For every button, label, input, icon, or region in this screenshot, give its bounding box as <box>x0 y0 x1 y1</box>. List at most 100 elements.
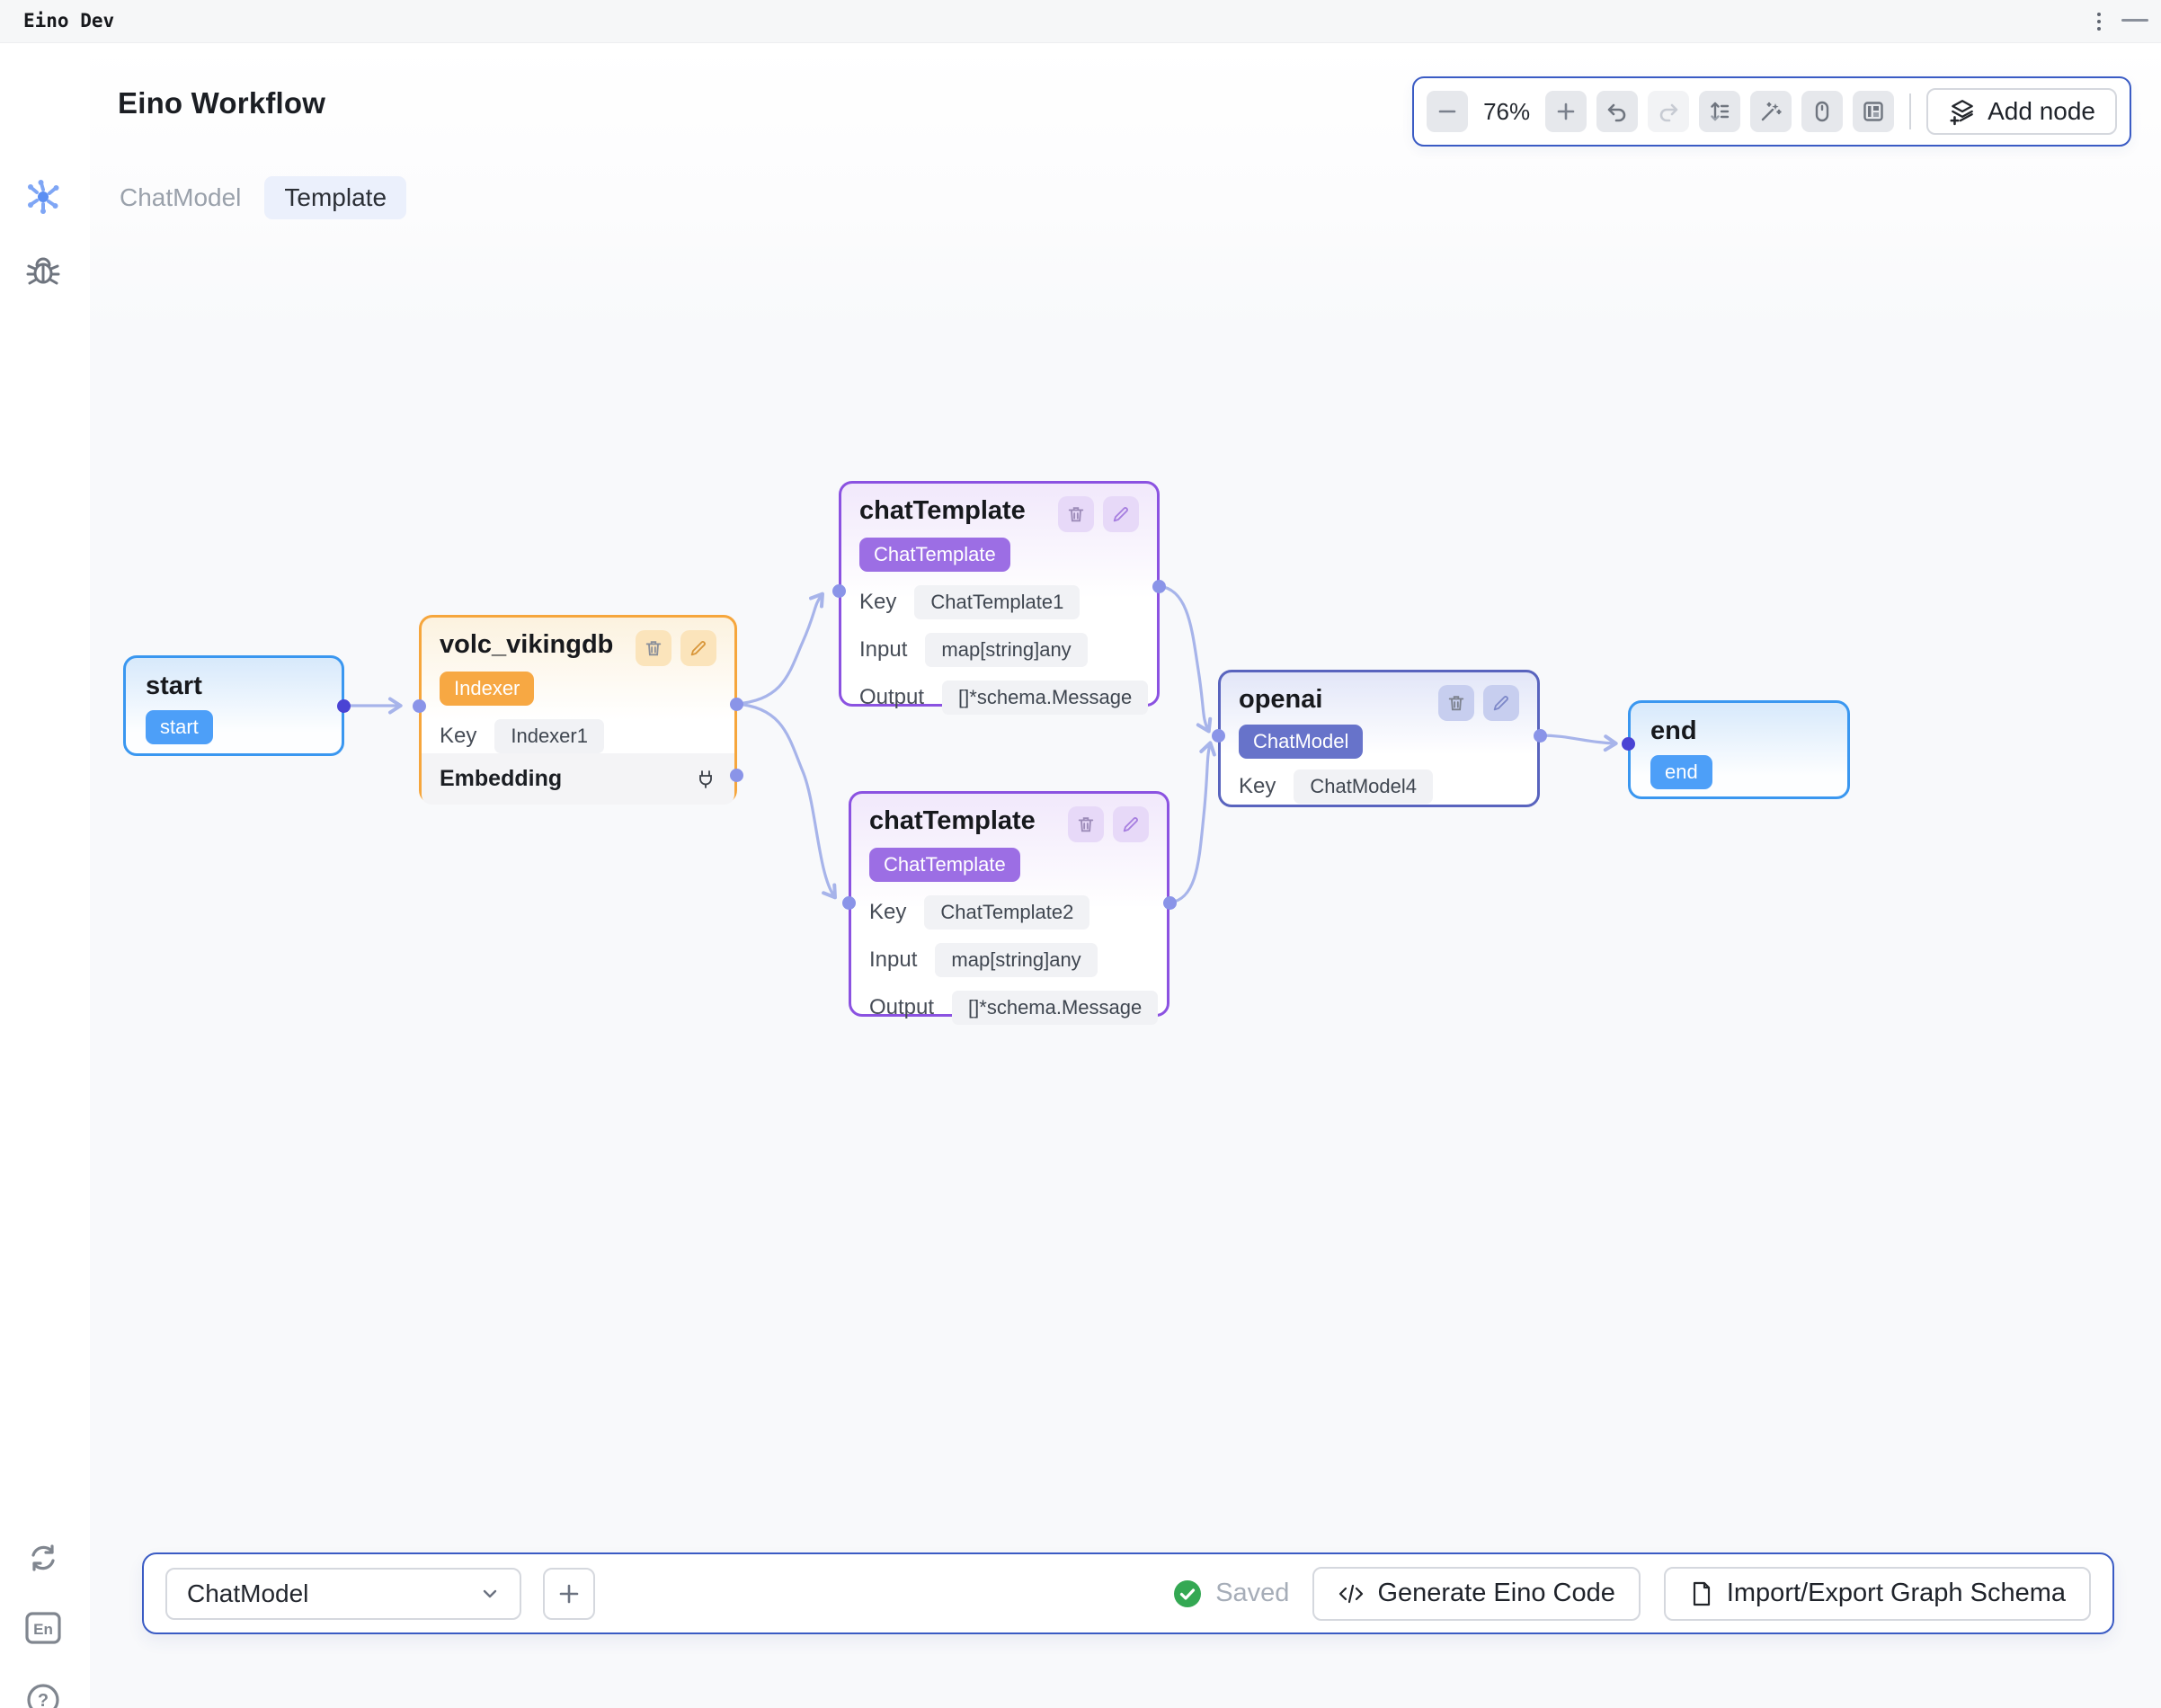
handle-start-out[interactable] <box>336 698 351 713</box>
key-value: ChatModel4 <box>1294 769 1433 804</box>
canvas-toolbar: 76% <box>1412 76 2131 147</box>
node-type-badge: start <box>146 710 213 744</box>
node-type-badge: end <box>1650 755 1712 789</box>
generate-code-button[interactable]: Generate Eino Code <box>1312 1566 1641 1621</box>
code-icon <box>1338 1580 1365 1607</box>
node-type-select[interactable]: ChatModel <box>165 1567 521 1620</box>
tab-chatmodel[interactable]: ChatModel <box>120 183 242 211</box>
node-openai[interactable]: openai ChatModel Key ChatModel4 <box>1218 670 1540 807</box>
auto-layout-button[interactable] <box>1699 91 1741 132</box>
mouse-button[interactable] <box>1801 91 1844 132</box>
edit-node-button[interactable] <box>1113 806 1149 842</box>
chevron-down-icon <box>480 1584 500 1604</box>
key-label: Key <box>1239 774 1276 798</box>
node-title: start <box>146 672 202 700</box>
bug-icon[interactable] <box>22 249 65 292</box>
workflow-graph-icon[interactable] <box>22 175 65 218</box>
edit-node-button[interactable] <box>1103 496 1139 532</box>
handle-volc-embedding[interactable] <box>729 768 743 782</box>
edit-node-button[interactable] <box>680 630 716 666</box>
layers-plus-icon <box>1948 97 1977 126</box>
handle-volc-out[interactable] <box>729 697 743 711</box>
page-title: Eino Workflow <box>118 86 326 120</box>
output-label: Output <box>859 685 925 709</box>
save-status-label: Saved <box>1215 1579 1290 1607</box>
node-start[interactable]: start start <box>123 655 344 756</box>
node-end[interactable]: end end <box>1628 700 1850 799</box>
refresh-icon[interactable] <box>22 1536 65 1579</box>
key-value: ChatTemplate2 <box>924 895 1090 930</box>
node-type-badge: Indexer <box>440 672 535 706</box>
zoom-out-button[interactable] <box>1427 91 1469 132</box>
add-node-button[interactable]: Add node <box>1926 88 2117 135</box>
output-value: []*schema.Message <box>942 681 1149 715</box>
magic-wand-button[interactable] <box>1750 91 1792 132</box>
node-title: chatTemplate <box>869 806 1036 835</box>
handle-openai-out[interactable] <box>1533 728 1547 743</box>
key-label: Key <box>869 900 907 924</box>
add-node-type-button[interactable] <box>543 1567 595 1620</box>
node-type-select-value: ChatModel <box>187 1579 309 1607</box>
delete-node-button[interactable] <box>1068 806 1104 842</box>
save-status: Saved <box>1172 1579 1289 1609</box>
help-label: ? <box>38 1691 49 1708</box>
node-volc-vikingdb[interactable]: volc_vikingdb Indexer Key Indexer1 Embed… <box>419 615 737 805</box>
import-export-label: Import/Export Graph Schema <box>1726 1579 2066 1607</box>
output-label: Output <box>869 995 935 1019</box>
import-export-button[interactable]: Import/Export Graph Schema <box>1663 1566 2091 1621</box>
left-sidebar: En ? <box>0 42 90 1708</box>
delete-node-button[interactable] <box>1438 685 1474 721</box>
undo-button[interactable] <box>1596 91 1639 132</box>
add-node-label: Add node <box>1988 97 2095 125</box>
node-title: volc_vikingdb <box>440 630 614 659</box>
plug-icon <box>695 769 716 790</box>
minimize-icon[interactable] <box>2121 19 2148 22</box>
key-label: Key <box>859 590 897 614</box>
embedding-label: Embedding <box>440 766 563 791</box>
node-title: end <box>1650 716 1697 745</box>
node-type-badge: ChatTemplate <box>869 848 1020 882</box>
node-chattemplate-2[interactable]: chatTemplate ChatTemplate Key ChatTempla… <box>849 791 1169 1025</box>
key-value: Indexer1 <box>494 719 604 753</box>
help-icon[interactable]: ? <box>22 1678 65 1708</box>
handle-template1-out[interactable] <box>1152 579 1166 593</box>
embedding-port-row[interactable]: Embedding <box>422 753 734 805</box>
delete-node-button[interactable] <box>1058 496 1094 532</box>
handle-template2-out[interactable] <box>1162 895 1177 910</box>
edit-node-button[interactable] <box>1483 685 1519 721</box>
input-value: map[string]any <box>925 633 1088 667</box>
input-label: Input <box>869 947 918 972</box>
language-icon[interactable]: En <box>22 1606 65 1650</box>
handle-template1-in[interactable] <box>831 583 846 598</box>
key-label: Key <box>440 724 477 748</box>
node-title: openai <box>1239 685 1323 714</box>
language-label: En <box>33 1621 53 1638</box>
zoom-level: 76% <box>1483 97 1531 125</box>
window-titlebar: Eino Dev <box>0 0 2161 43</box>
tab-template[interactable]: Template <box>264 176 407 219</box>
node-chattemplate-1[interactable]: chatTemplate ChatTemplate Key ChatTempla… <box>839 481 1160 715</box>
app-title: Eino Dev <box>23 10 115 31</box>
input-value: map[string]any <box>935 943 1098 977</box>
handle-template2-in[interactable] <box>841 895 856 910</box>
toolbar-divider <box>1909 93 1912 129</box>
handle-volc-in[interactable] <box>412 698 426 713</box>
output-value: []*schema.Message <box>952 991 1159 1025</box>
graph-tabs: ChatModel Template <box>120 176 407 219</box>
delete-node-button[interactable] <box>636 630 671 666</box>
node-type-badge: ChatModel <box>1239 725 1364 759</box>
redo-button[interactable] <box>1648 91 1690 132</box>
kebab-menu-icon[interactable] <box>2091 11 2107 32</box>
input-label: Input <box>859 637 908 662</box>
handle-end-in[interactable] <box>1621 736 1635 751</box>
document-icon <box>1689 1580 1714 1607</box>
zoom-in-button[interactable] <box>1545 91 1587 132</box>
node-type-badge: ChatTemplate <box>859 538 1010 572</box>
check-circle-icon <box>1172 1579 1203 1609</box>
generate-code-label: Generate Eino Code <box>1377 1579 1615 1607</box>
minimap-button[interactable] <box>1853 91 1895 132</box>
footer-bar: ChatModel Saved Gene <box>142 1552 2114 1634</box>
handle-openai-in[interactable] <box>1211 728 1225 743</box>
key-value: ChatTemplate1 <box>914 585 1080 619</box>
